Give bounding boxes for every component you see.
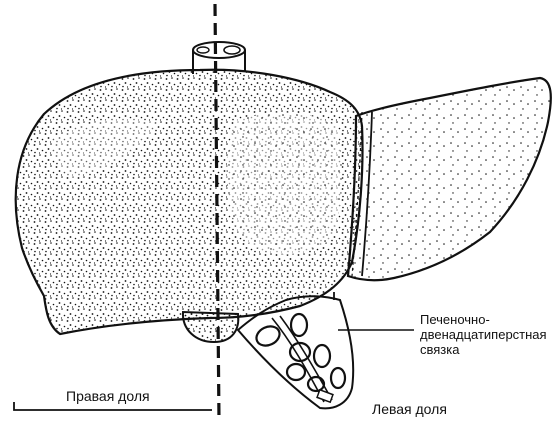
left-lobe-label: Левая доля xyxy=(372,402,447,417)
right-lobe-label: Правая доля xyxy=(66,389,150,404)
left-lobe xyxy=(348,78,551,280)
ligament-label: Печеночно- двенадцатиперстная связка xyxy=(420,312,547,357)
ligament-label-line-3: связка xyxy=(420,342,547,357)
right-lobe xyxy=(16,70,363,334)
ligament-label-line-2: двенадцатиперстная xyxy=(420,327,547,342)
ligament-label-line-1: Печеночно- xyxy=(420,312,547,327)
